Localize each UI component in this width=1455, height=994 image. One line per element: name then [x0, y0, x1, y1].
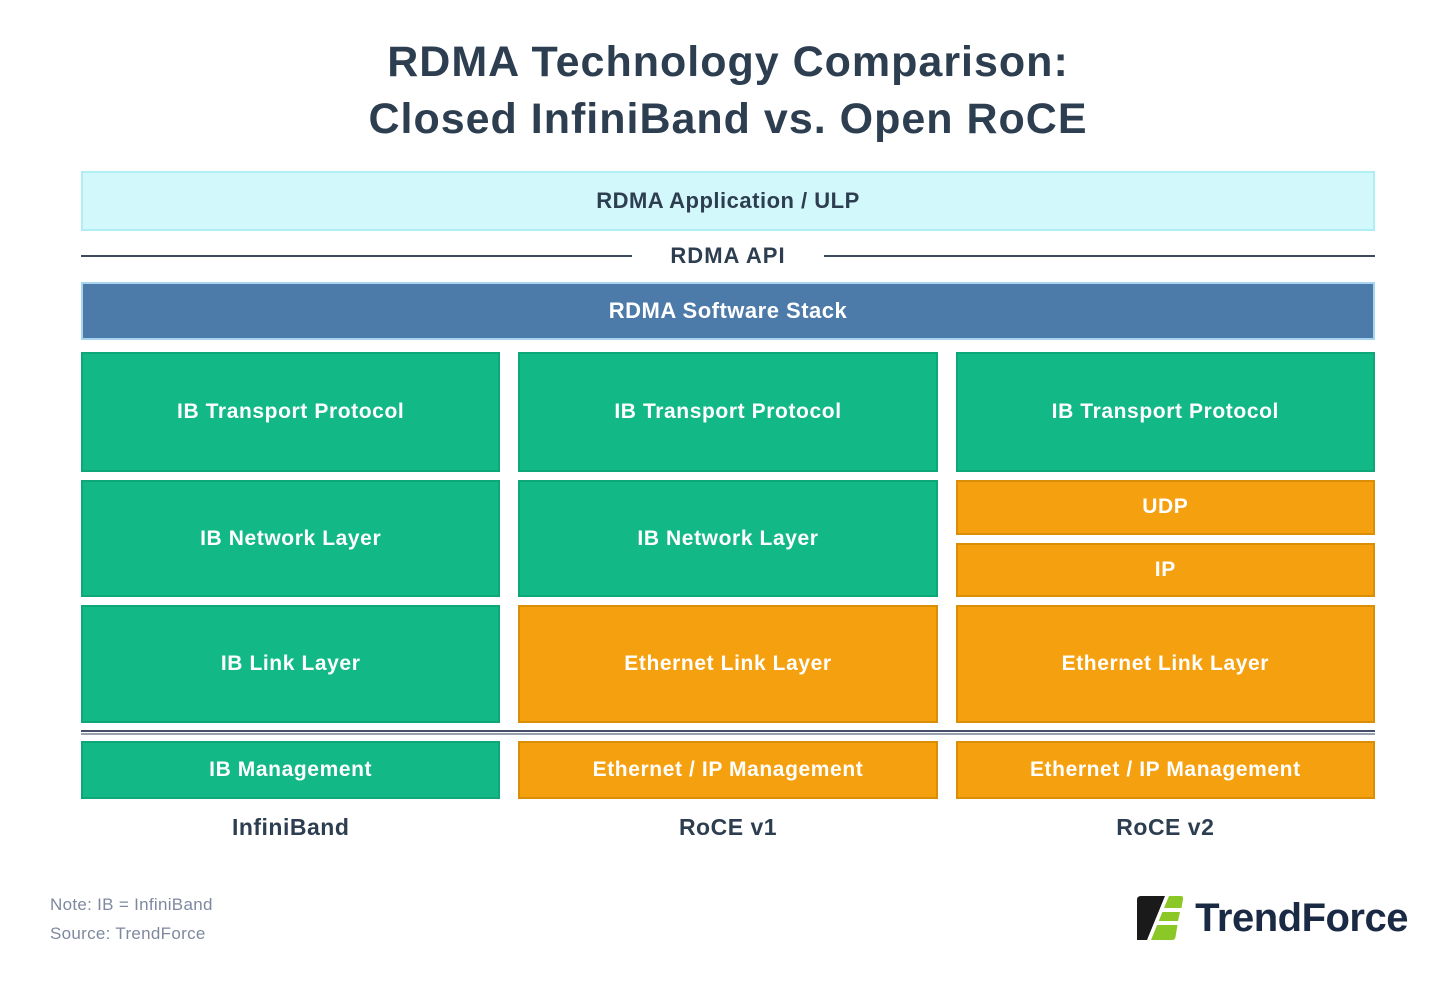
- page-title-line2: Closed InfiniBand vs. Open RoCE: [368, 95, 1088, 143]
- rdma-software-stack-bar: RDMA Software Stack: [81, 282, 1375, 340]
- trendforce-wordmark: TrendForce: [1195, 896, 1408, 940]
- rdma-software-stack-label: RDMA Software Stack: [608, 298, 848, 323]
- block-rocev1-network: IB Network Layer: [518, 480, 938, 597]
- footer: Note: IB = InfiniBand Source: TrendForce…: [50, 890, 1408, 948]
- management-row: IB Management Ethernet / IP Management E…: [81, 741, 1375, 799]
- api-line-right: [823, 255, 1375, 257]
- block-infiniband-transport: IB Transport Protocol: [81, 352, 501, 472]
- diagram-content: RDMA Technology Comparison: Closed Infin…: [81, 34, 1375, 841]
- protocol-stack-grid: IB Transport Protocol IB Transport Proto…: [81, 352, 1375, 723]
- trendforce-logo-icon: [1133, 894, 1185, 942]
- column-label-roce-v1: RoCE v1: [678, 814, 778, 840]
- column-labels-row: InfiniBand RoCE v1 RoCE v2: [81, 814, 1375, 841]
- footnotes: Note: IB = InfiniBand Source: TrendForce: [50, 890, 213, 948]
- column-label-infiniband: InfiniBand: [231, 814, 350, 840]
- trendforce-logo: TrendForce: [1133, 894, 1408, 942]
- management-separator-line: [81, 730, 1375, 735]
- block-infiniband-network: IB Network Layer: [81, 480, 501, 597]
- api-line-left: [81, 255, 633, 257]
- block-rocev1-link: Ethernet Link Layer: [518, 605, 938, 723]
- page-title: RDMA Technology Comparison: Closed Infin…: [81, 34, 1375, 148]
- block-rocev1-management: Ethernet / IP Management: [518, 741, 938, 799]
- block-rocev2-link: Ethernet Link Layer: [955, 605, 1375, 723]
- block-rocev2-management: Ethernet / IP Management: [955, 741, 1375, 799]
- note-text: Note: IB = InfiniBand: [50, 895, 213, 914]
- block-rocev2-transport: IB Transport Protocol: [955, 352, 1375, 472]
- column-label-roce-v2: RoCE v2: [1116, 814, 1215, 840]
- rdma-application-bar: RDMA Application / ULP: [81, 171, 1375, 231]
- block-infiniband-link: IB Link Layer: [81, 605, 501, 723]
- block-rocev2-udp: UDP: [955, 480, 1375, 535]
- page-title-line1: RDMA Technology Comparison:: [387, 38, 1069, 86]
- rocev2-udp-ip-stack: UDP IP: [955, 480, 1375, 597]
- source-text: Source: TrendForce: [50, 924, 206, 943]
- block-rocev2-ip: IP: [955, 542, 1375, 597]
- block-rocev1-transport: IB Transport Protocol: [518, 352, 938, 472]
- rdma-application-label: RDMA Application / ULP: [596, 188, 860, 213]
- rdma-api-row: RDMA API: [81, 242, 1375, 270]
- rdma-api-label: RDMA API: [670, 243, 786, 268]
- block-infiniband-management: IB Management: [81, 741, 501, 799]
